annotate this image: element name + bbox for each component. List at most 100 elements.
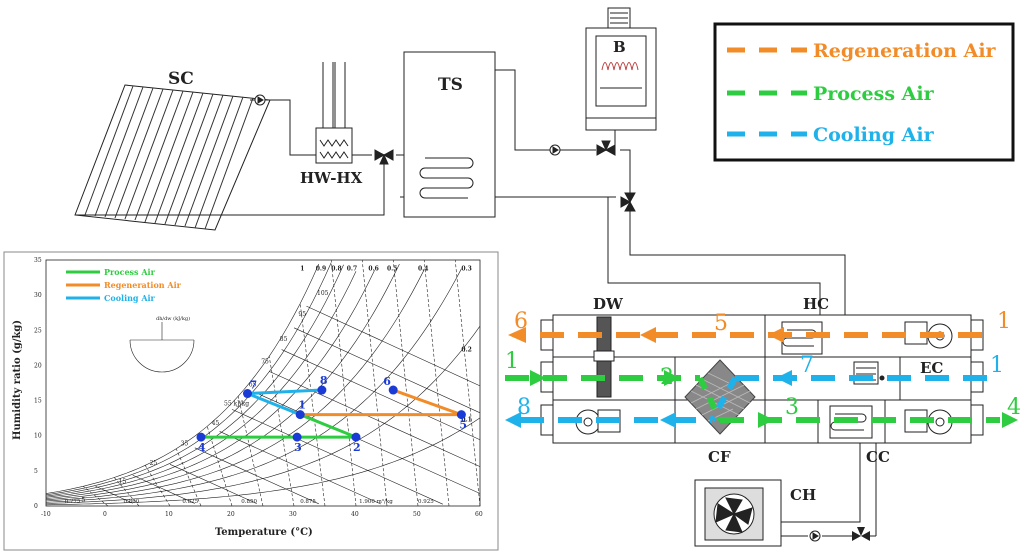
enthalpy-label: 45 [212,420,220,427]
stream-number-regen-6: 6 [514,309,528,334]
enthalpy-label: 75 [261,358,269,365]
rh-label: 0.4 [418,266,428,273]
valve-icon [374,149,394,165]
enthalpy-line [293,327,481,414]
state-path-segment [201,413,357,439]
rh-label: 0.9 [316,266,326,273]
volume-line [206,426,233,507]
volume-line [361,259,388,507]
label-hw-hx: HW-HX [300,169,363,187]
volume-line [237,396,264,507]
enthalpy-label: 95 [298,311,306,318]
legend-label-process: Process Air [813,83,935,105]
legend-label-regen: Regeneration Air [813,40,997,62]
label-ts: TS [438,75,463,95]
stream-number-cooling-8: 8 [517,395,531,420]
enthalpy-label: 5 [81,497,85,504]
volume-line [330,259,357,507]
enthalpy-protractor [129,322,195,373]
rh-curve [45,262,332,496]
state-point-marker [317,385,327,395]
heating-loop [74,7,846,315]
x-tick-label: 20 [227,511,235,518]
thermal-storage-tank [403,51,496,218]
volume-line [454,259,481,507]
y-tick-label: 20 [34,362,42,369]
state-point-marker [243,389,252,399]
state-point-marker [196,432,206,442]
rh-curve [45,270,375,499]
label-cc: CC [866,448,890,466]
stream-number-process-1: 1 [505,349,519,374]
regeneration-air-stream [508,327,990,343]
x-tick-label: 0 [103,511,107,518]
y-tick-label: 35 [34,257,42,264]
volume-label: 1.900 m³/kg [359,498,393,505]
chart-legend-cooling: Cooling Air [104,293,156,303]
enthalpy-label: 105 [317,290,329,297]
stream-number-process-3: 3 [785,395,799,420]
volume-line [268,356,295,507]
label-b: B [613,38,626,56]
rh-curve [45,271,357,498]
label-cf: CF [708,448,731,466]
x-tick-label: 10 [165,511,173,518]
volume-label: 0.875 [300,499,316,505]
solar-collector [74,84,271,231]
volume-line [83,486,109,507]
state-point-marker [295,410,305,420]
volume-line [423,259,450,507]
valve-icon [852,527,870,541]
y-tick-label: 15 [34,398,42,405]
state-point-marker [388,385,398,395]
state-point-label: 6 [383,375,391,388]
enthalpy-label: 65 [249,382,257,389]
stream-number-regen-5: 5 [714,311,728,336]
y-tick-label: 30 [34,292,42,299]
label-sc: SC [168,69,194,89]
label-dw: DW [593,295,624,313]
volume-label: 0.925 [418,499,434,505]
enthalpy-label: 85 [280,336,288,343]
volume-label: 0.850 [241,499,257,505]
rh-label: 1 [300,266,304,273]
state-point-label: 2 [353,441,361,454]
process-air-stream [505,370,1018,428]
volume-line [392,259,419,507]
enthalpy-line [256,392,481,494]
state-point-marker [456,410,466,420]
volume-label: 0.825 [182,499,198,505]
state-point-label: 7 [250,379,258,392]
volume-label: 0.800 [124,499,140,505]
volume-line [299,303,326,507]
pump-icon [549,144,561,156]
label-ec: EC [920,359,943,377]
enthalpy-line [231,409,443,505]
chart-legend-process: Process Air [104,267,156,277]
legend-label-cooling: Cooling Air [813,124,935,146]
chart-ylabel: Humidity ratio (g/kg) [12,320,23,440]
y-tick-label: 25 [34,327,42,334]
legend-box: Regeneration Air Process Air Cooling Air [713,22,1015,162]
valve-icon [596,140,616,156]
air-handling-unit [540,314,984,547]
chart-legend-regen: Regeneration Air [104,280,182,290]
enthalpy-line [269,371,481,467]
x-tick-label: 40 [351,511,359,518]
rh-label: 0.8 [331,266,341,273]
state-point-label: 3 [294,441,302,454]
pump-icon [254,94,266,106]
state-point-label: 1 [298,399,306,412]
stream-number-cooling-1: 1 [990,353,1004,378]
y-tick-label: 5 [34,468,38,475]
volume-line [175,448,202,507]
rh-label: 0.6 [368,266,378,273]
state-point-label: 5 [459,419,467,432]
rh-curve [45,263,400,501]
enthalpy-label: 55 kJ/kg [224,400,249,407]
enthalpy-label: 15 [119,479,127,486]
stream-number-process-4: 4 [1007,395,1021,420]
enthalpy-line [219,431,381,505]
